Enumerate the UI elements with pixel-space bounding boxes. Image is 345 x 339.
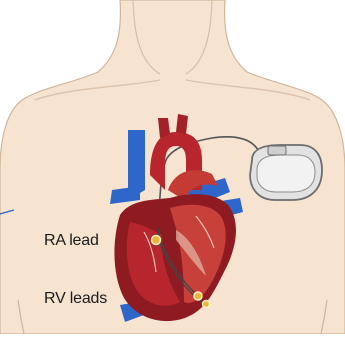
rv-electrode-2 — [203, 301, 210, 308]
pacemaker-icon — [250, 145, 322, 200]
rv-leads-label: RV leads — [44, 290, 107, 308]
rv-electrode-1 — [194, 292, 202, 300]
ra-lead-label: RA lead — [44, 232, 99, 250]
ra-electrode — [152, 236, 161, 245]
